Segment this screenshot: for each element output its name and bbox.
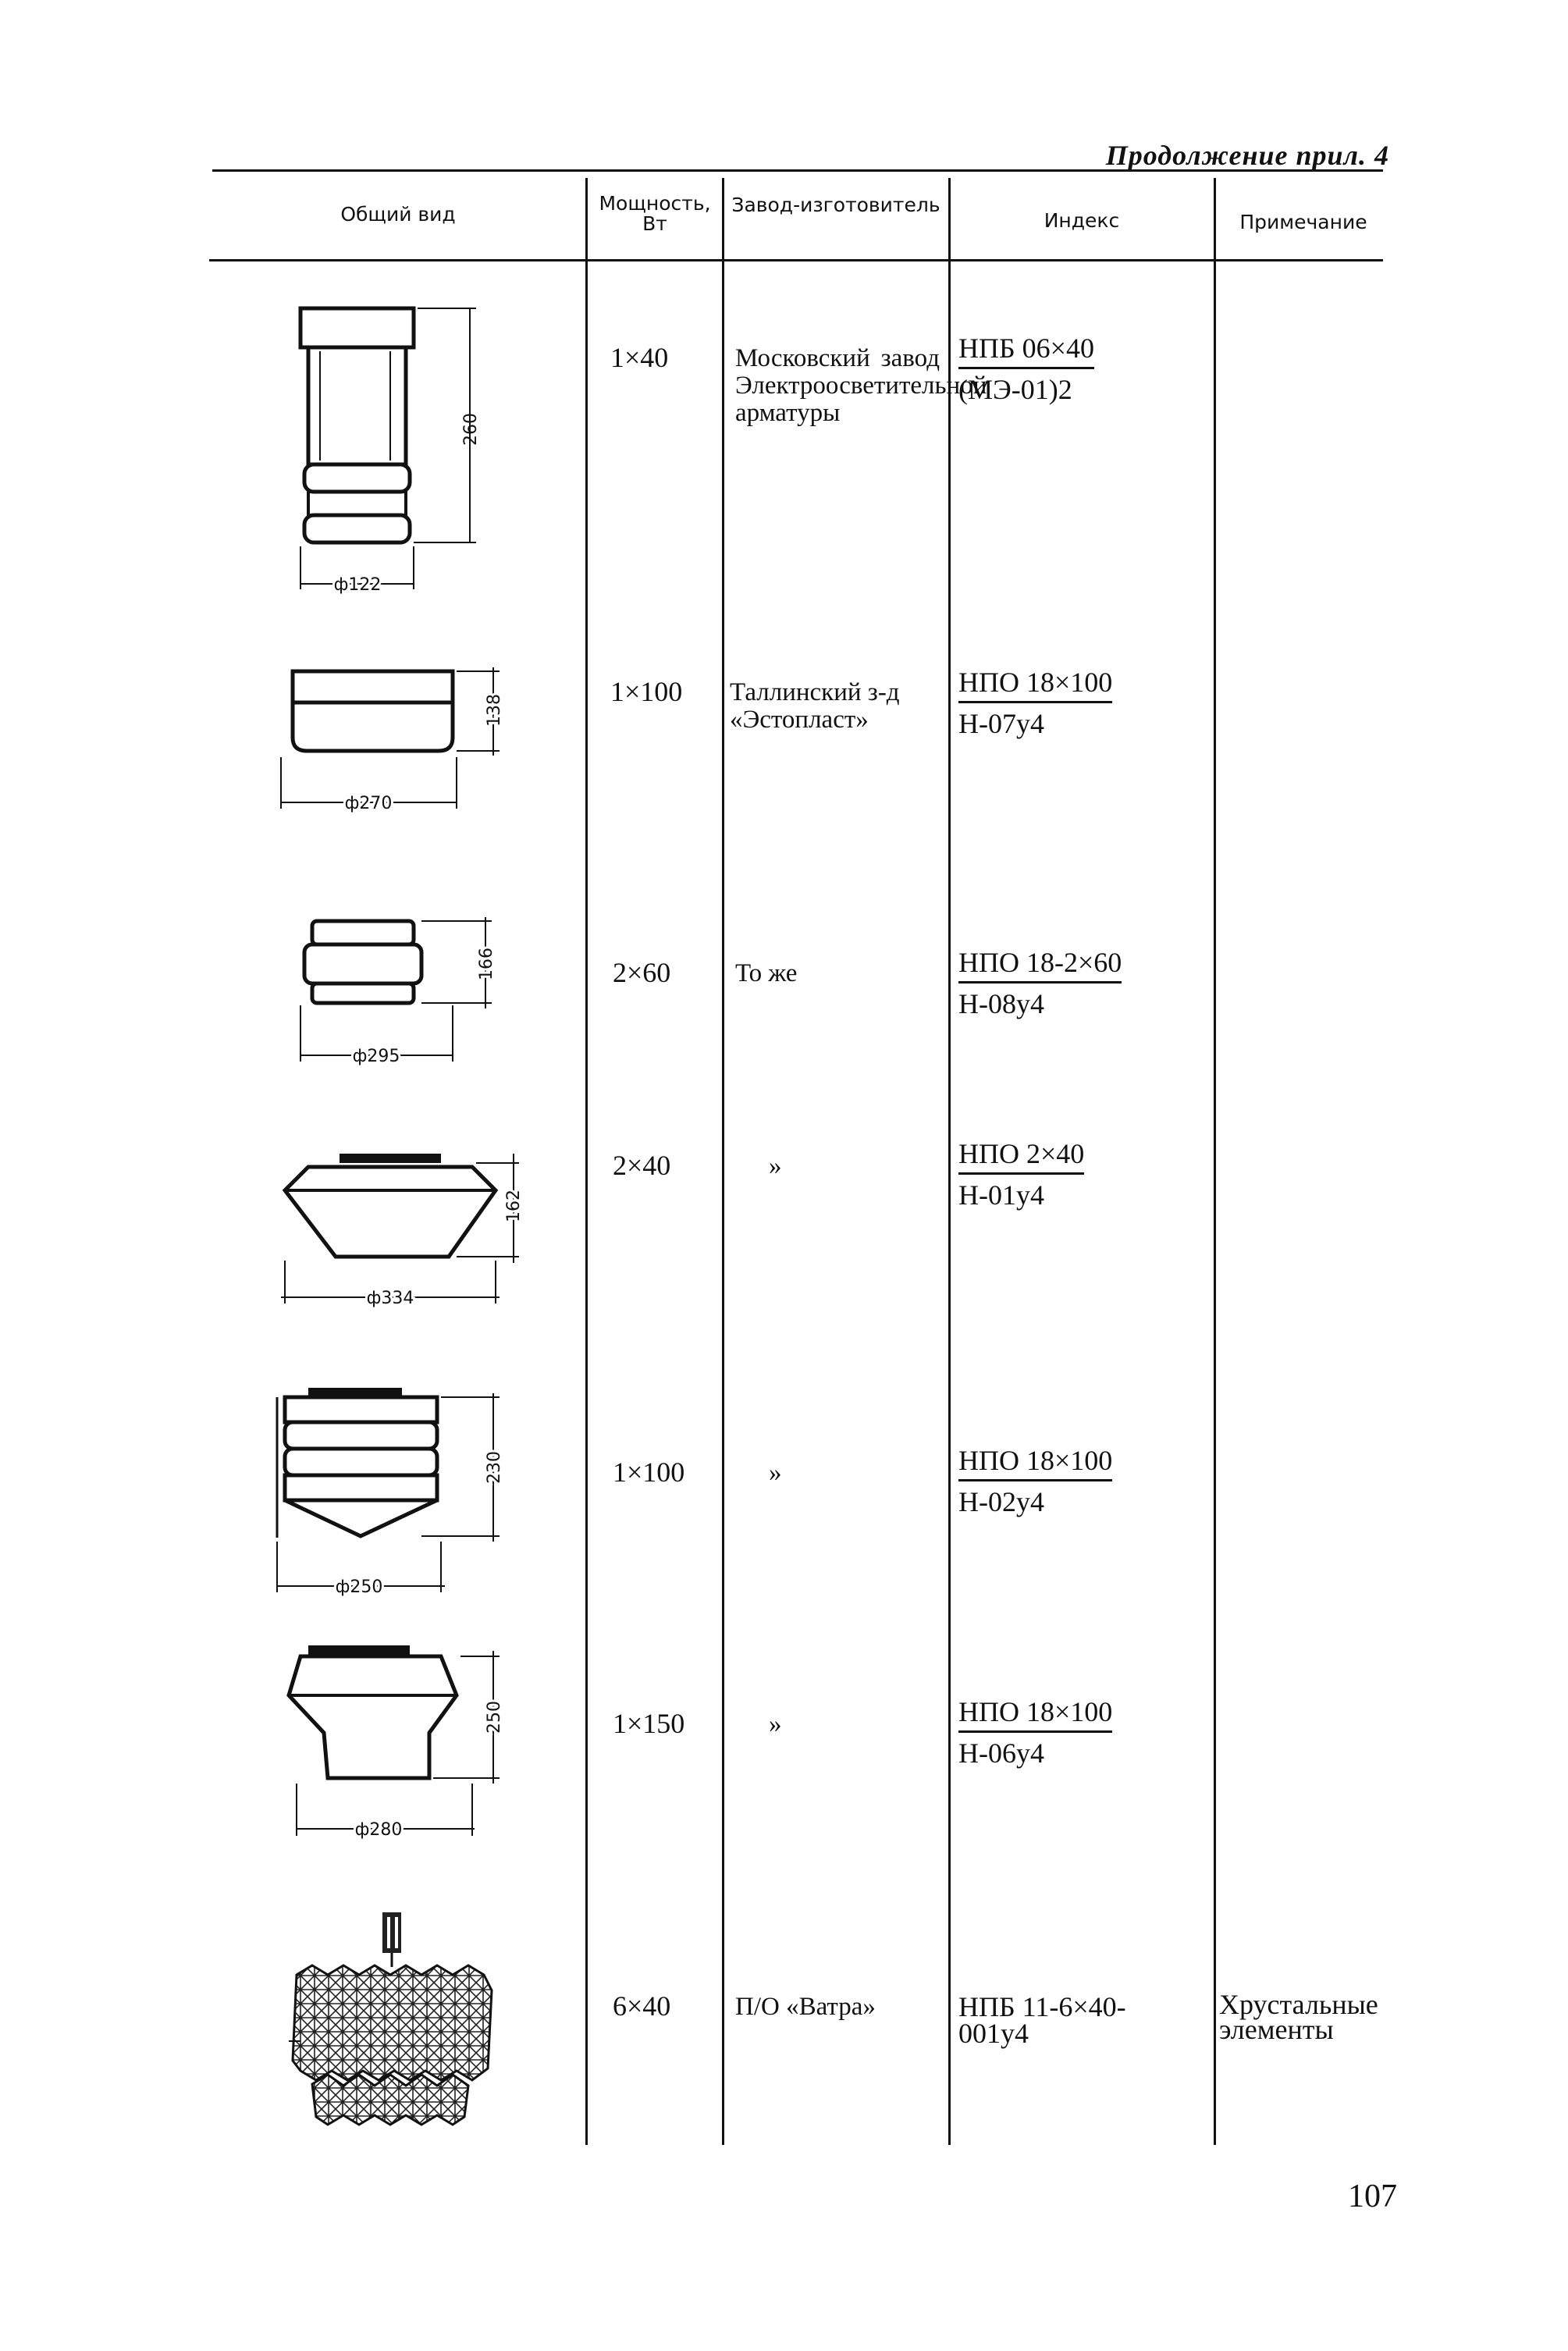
manufacturer-cell: Таллинский з-д «Эстопласт» bbox=[730, 678, 900, 734]
index-bottom: Н-07у4 bbox=[958, 708, 1044, 739]
height-label: 162 bbox=[504, 1190, 524, 1222]
power-cell: 1×150 bbox=[613, 1708, 685, 1739]
manufacturer-cell: П/О «Ватра» bbox=[735, 1993, 876, 2021]
index-cell: НПБ 06×40 (МЭ-01)2 bbox=[958, 334, 1208, 404]
svg-text:260: 260 bbox=[461, 413, 481, 446]
manufacturer-cell: » bbox=[769, 1710, 782, 1738]
lamp-drawing-7 bbox=[289, 1912, 493, 2126]
header-manufacturer: Завод-изготовитель bbox=[731, 194, 940, 216]
page-number: 107 bbox=[1348, 2178, 1397, 2214]
height-label: 166 bbox=[477, 948, 496, 980]
lamp-drawing-5: 230 ф250 bbox=[276, 1388, 507, 1599]
lamp-drawing-3: 166 ф295 bbox=[300, 917, 499, 1069]
index-cell: НПО 18-2×60 Н-08у4 bbox=[958, 948, 1208, 1018]
manufacturer-cell: » bbox=[769, 1459, 782, 1487]
lamp-drawing-4: 162 ф334 bbox=[281, 1154, 526, 1311]
power-cell: 2×40 bbox=[613, 1150, 671, 1181]
index-cell: НПБ 11-6×40-001у4 bbox=[958, 1991, 1146, 2049]
header-note: Примечание bbox=[1239, 211, 1367, 233]
index-top: НПО 18×100 bbox=[958, 1446, 1113, 1481]
index-bottom: Н-01у4 bbox=[958, 1179, 1044, 1211]
lamp-drawing-1: 260 ф122 bbox=[298, 306, 481, 597]
lamp-drawing-6: 250 ф280 bbox=[286, 1645, 507, 1842]
note-cell: Хрустальные элементы bbox=[1219, 1989, 1378, 2045]
index-top: НПО 18×100 bbox=[958, 1698, 1113, 1733]
header-power: Мощность, Вт bbox=[599, 192, 711, 235]
diameter-label: ф334 bbox=[367, 1289, 414, 1308]
header-index: Индекс bbox=[1044, 209, 1120, 232]
table-top-rule bbox=[212, 169, 1383, 172]
index-top: НПБ 11-6×40-001у4 bbox=[958, 1991, 1126, 2049]
index-cell: НПО 18×100 Н-07у4 bbox=[958, 668, 1208, 738]
diameter-label: ф250 bbox=[336, 1577, 383, 1597]
column-divider-1 bbox=[585, 178, 588, 2145]
index-top: НПО 18×100 bbox=[958, 668, 1113, 703]
index-bottom: Н-02у4 bbox=[958, 1486, 1044, 1517]
manufacturer-cell: » bbox=[769, 1152, 782, 1180]
power-cell: 1×100 bbox=[610, 676, 683, 707]
index-bottom: Н-08у4 bbox=[958, 988, 1044, 1019]
manufacturer-cell: Московский завод Электроосветительной ар… bbox=[735, 344, 987, 427]
column-divider-2 bbox=[722, 178, 724, 2145]
height-label: 250 bbox=[485, 1701, 504, 1734]
column-divider-4 bbox=[1214, 178, 1216, 2145]
index-cell: НПО 2×40 Н-01у4 bbox=[958, 1140, 1208, 1209]
index-top: НПО 2×40 bbox=[958, 1140, 1085, 1175]
power-cell: 1×100 bbox=[613, 1456, 685, 1488]
height-label: 260 bbox=[461, 413, 481, 446]
power-cell: 6×40 bbox=[613, 1990, 671, 2022]
height-label: 138 bbox=[485, 694, 504, 727]
index-cell: НПО 18×100 Н-06у4 bbox=[958, 1698, 1208, 1767]
table-header-rule bbox=[209, 259, 1383, 261]
header-general-view: Общий вид bbox=[340, 203, 456, 226]
lamp-drawing-2: 138 ф270 bbox=[280, 667, 507, 816]
diameter-label: ф122 bbox=[334, 575, 382, 595]
power-cell: 1×40 bbox=[610, 342, 669, 373]
power-cell: 2×60 bbox=[613, 957, 671, 988]
index-top: НПБ 06×40 bbox=[958, 334, 1094, 369]
height-label: 230 bbox=[485, 1451, 504, 1484]
index-cell: НПО 18×100 Н-02у4 bbox=[958, 1446, 1208, 1516]
diameter-label: ф295 bbox=[353, 1047, 400, 1066]
index-top: НПО 18-2×60 bbox=[958, 948, 1122, 983]
column-divider-3 bbox=[948, 178, 951, 2145]
continuation-label: Продолжение прил. 4 bbox=[1105, 140, 1389, 171]
manufacturer-cell: То же bbox=[735, 959, 798, 987]
index-bottom: (МЭ-01)2 bbox=[958, 374, 1072, 405]
index-bottom: Н-06у4 bbox=[958, 1737, 1044, 1769]
diameter-label: ф280 bbox=[355, 1820, 403, 1840]
diameter-label: ф270 bbox=[345, 794, 393, 813]
